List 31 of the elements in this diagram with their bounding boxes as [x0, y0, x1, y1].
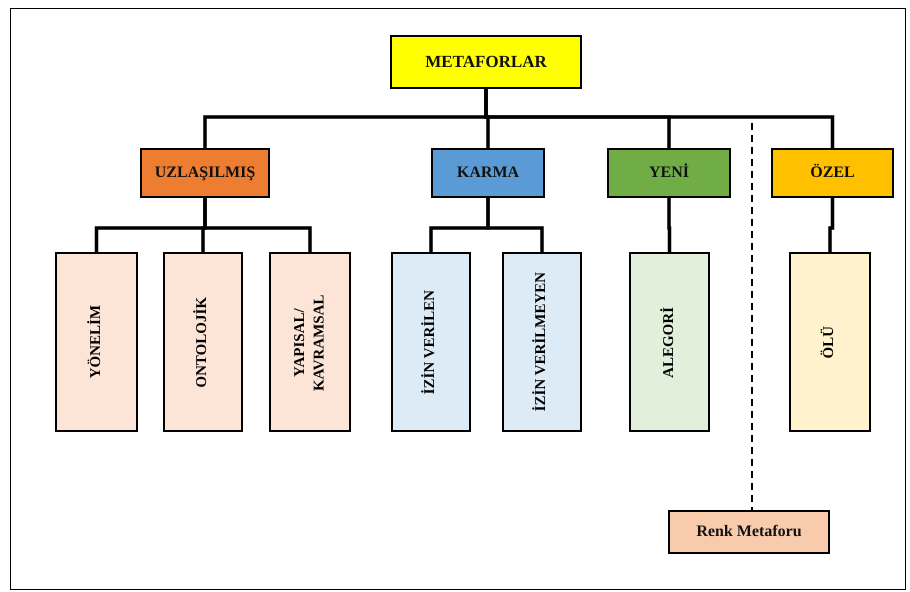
subtype-box	[269, 252, 351, 432]
connector-line	[203, 198, 312, 252]
box-label: ÖZEL	[810, 162, 855, 183]
category-box	[607, 148, 731, 198]
vertical-label: YAPISAL/ KAVRAMSAL	[290, 292, 328, 393]
subtype-box	[55, 252, 138, 432]
vertical-label: YÖNELİM	[86, 305, 105, 379]
connector-line	[667, 198, 672, 252]
subtype-box	[629, 252, 710, 432]
subtype-box	[163, 252, 243, 432]
subtype-box	[789, 252, 871, 432]
connector-line	[828, 198, 834, 252]
vertical-label: ONTOLOJİK	[193, 296, 212, 388]
category-box	[771, 148, 894, 198]
subtype-box	[391, 252, 471, 432]
box-label: METAFORLAR	[425, 51, 547, 74]
vertical-label: İZİN VERİLEN	[421, 290, 440, 394]
box-label: Renk Metaforu	[696, 522, 802, 542]
note-box	[668, 510, 830, 554]
vertical-label: ALEGORİ	[660, 306, 678, 378]
subtype-box	[502, 252, 582, 432]
connector-line	[484, 89, 834, 148]
box-label: YENİ	[648, 162, 689, 183]
category-box	[140, 148, 270, 198]
category-box	[431, 148, 545, 198]
vertical-label: ÖLÜ	[820, 326, 838, 358]
box-label: UZLAŞILMIŞ	[154, 163, 256, 183]
vertical-label: İZİN VERİLMEYEN	[532, 272, 550, 412]
connector-line	[486, 198, 544, 252]
box-label: KARMA	[456, 163, 520, 183]
root-box	[390, 35, 582, 89]
